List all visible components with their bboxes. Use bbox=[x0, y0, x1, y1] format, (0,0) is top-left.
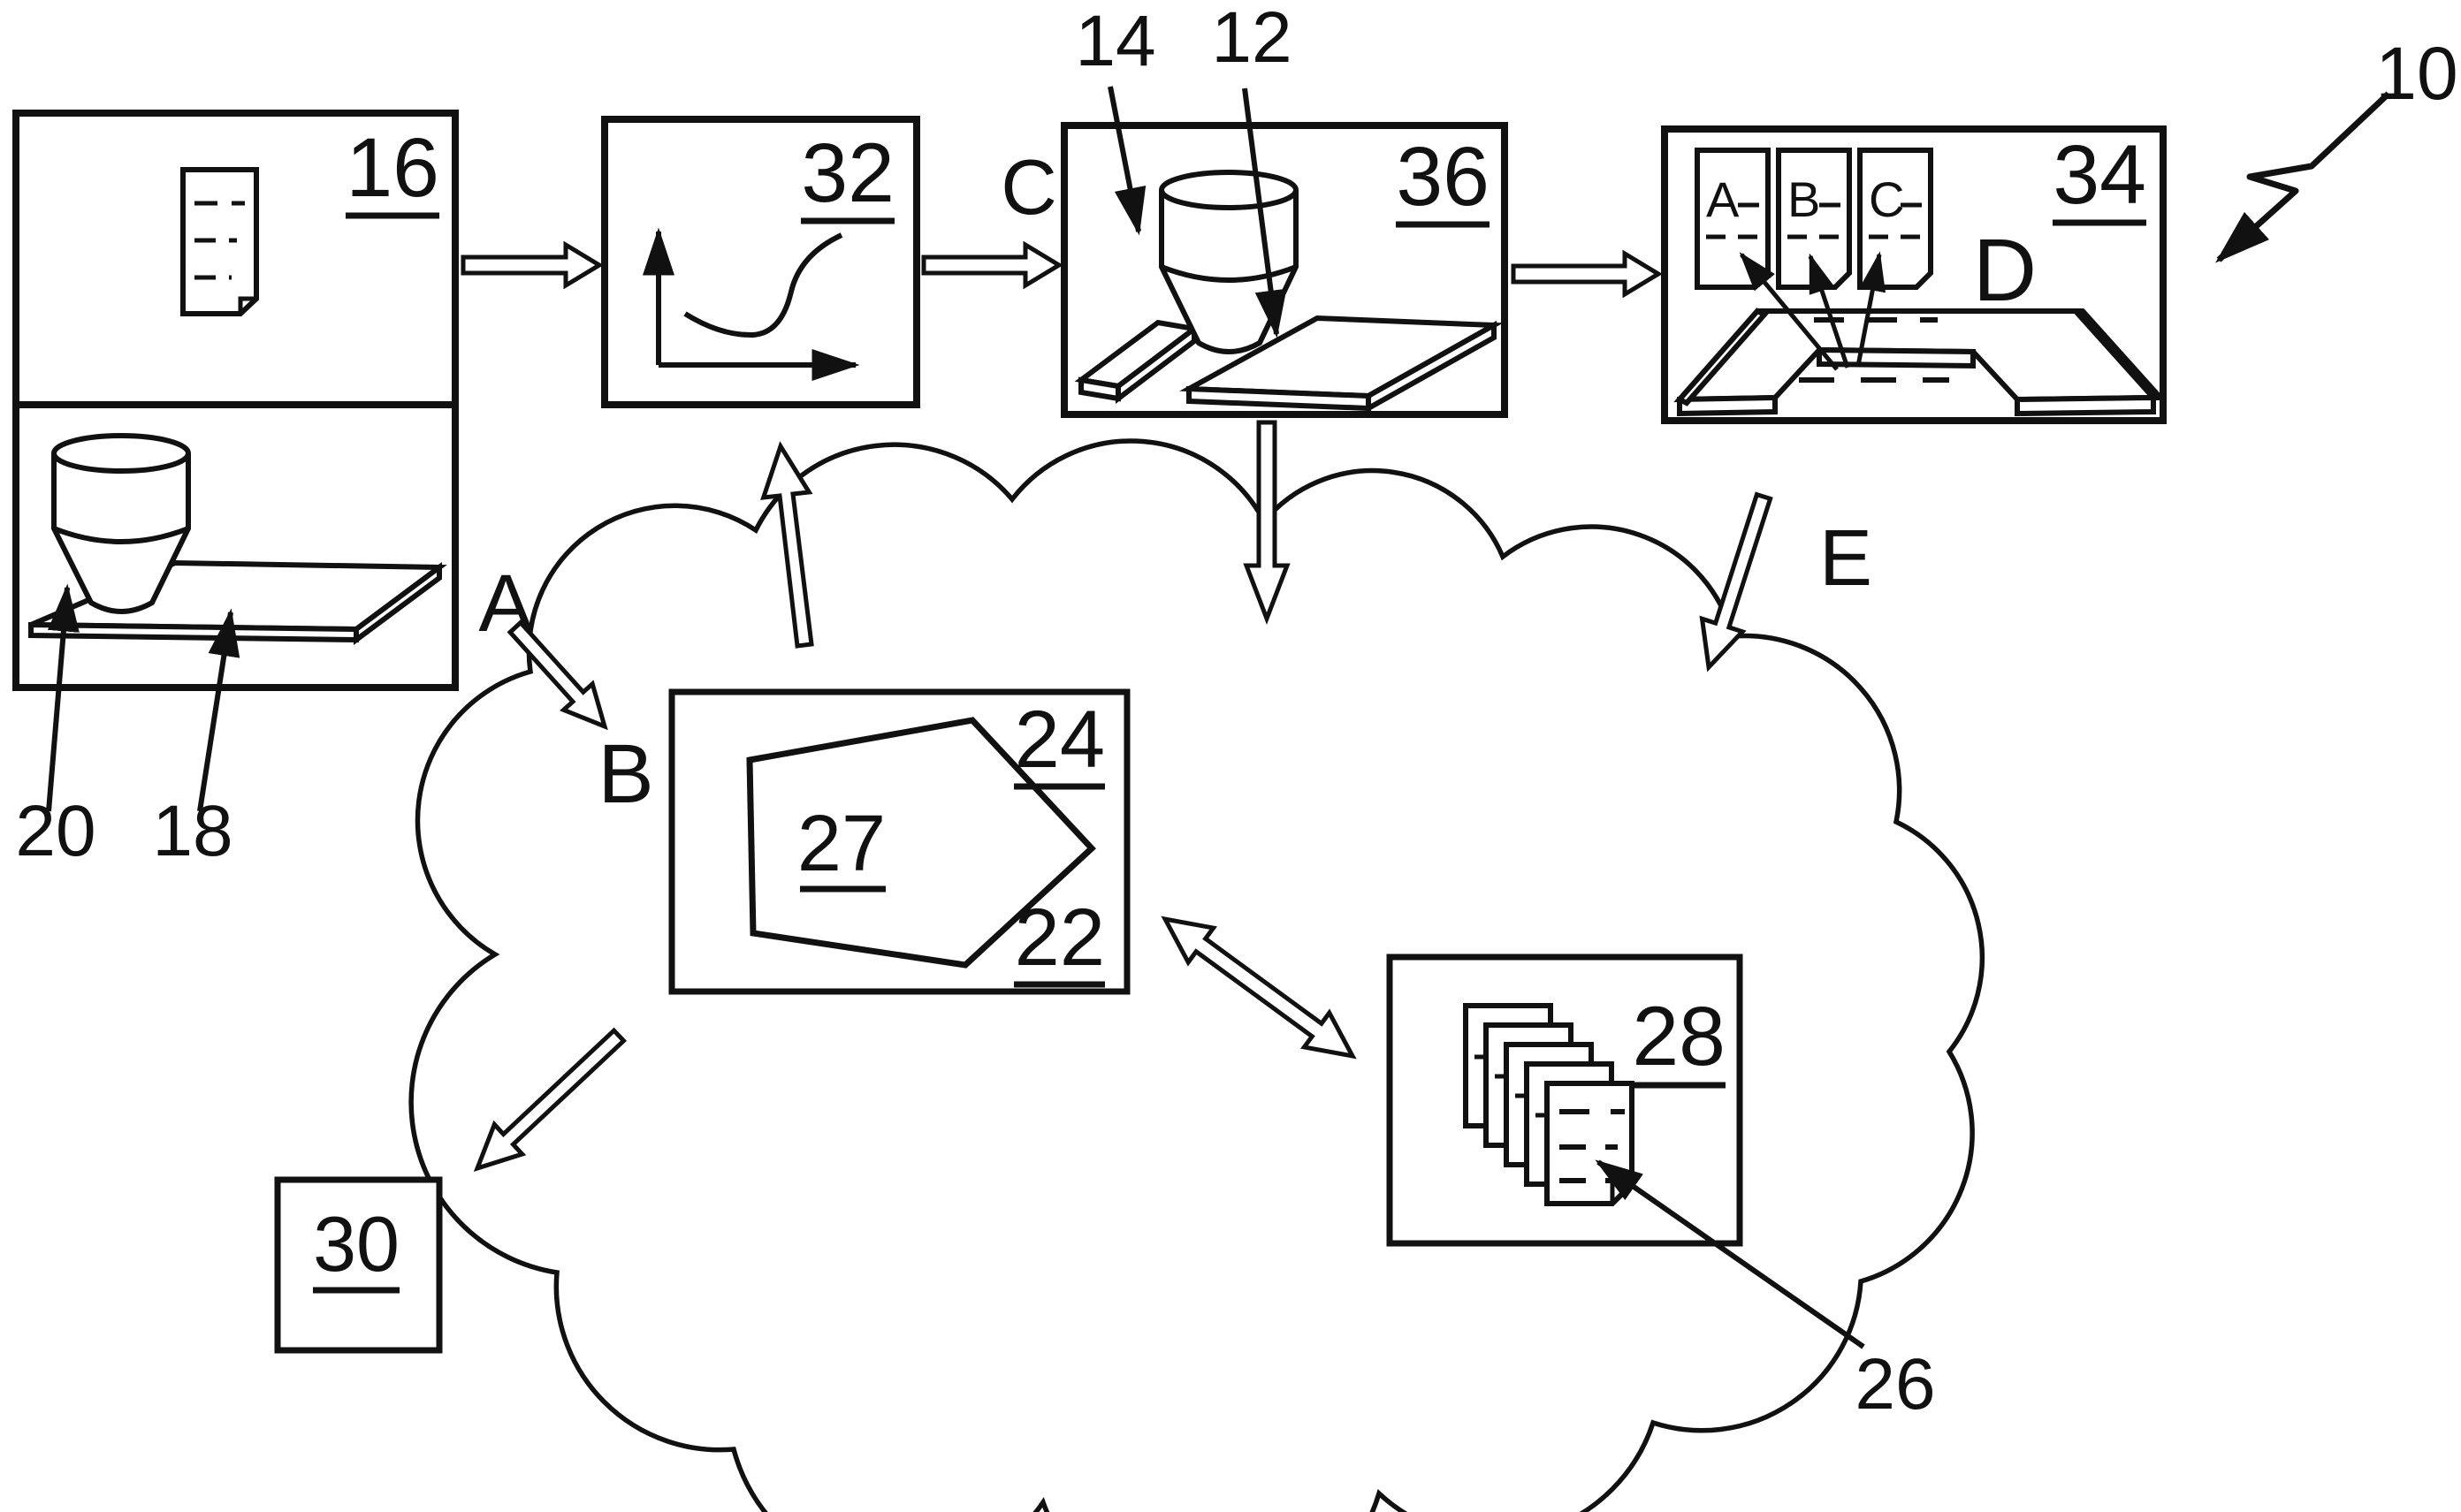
ref-36: 36 bbox=[1396, 130, 1490, 224]
leader-arrow-26 bbox=[1595, 1159, 1865, 1349]
box24-frame bbox=[668, 688, 1131, 995]
plate36s-front bbox=[1078, 376, 1121, 402]
letter-a: A bbox=[478, 558, 533, 649]
box34-results: 34 A B C bbox=[1661, 125, 2167, 424]
ref-20: 20 bbox=[15, 791, 95, 871]
ref-30: 30 bbox=[313, 1200, 400, 1288]
letter-b: B bbox=[598, 727, 653, 821]
plate-to-doc-a-arrow bbox=[1739, 252, 1839, 371]
ref-10-zigzag-arrow bbox=[2215, 91, 2391, 263]
doc-fold bbox=[238, 296, 256, 314]
ref-14: 14 bbox=[1075, 1, 1155, 81]
letter-d: D bbox=[1973, 221, 2037, 320]
doc-outline bbox=[180, 167, 259, 316]
letter-c: C bbox=[1001, 143, 1057, 231]
arrow-box32-to-box36 bbox=[921, 240, 1063, 290]
design-document-icon bbox=[180, 167, 259, 316]
arrow-cloud-to-box32 bbox=[760, 441, 814, 649]
nozzle16-body bbox=[51, 453, 191, 614]
ref-24: 24 bbox=[1015, 695, 1105, 785]
pentagon-shape bbox=[746, 717, 1096, 969]
arrow-e-into-cloud bbox=[1699, 491, 1773, 672]
plate34-left-front bbox=[1677, 394, 1778, 417]
arrow-box36-to-box34 bbox=[1511, 249, 1663, 299]
plate36l-end bbox=[1366, 320, 1497, 414]
arrow-box36-to-cloud bbox=[1243, 420, 1291, 625]
ref-12: 12 bbox=[1211, 0, 1291, 78]
doc-c-label: C bbox=[1869, 171, 1904, 227]
nozzle16-top bbox=[51, 433, 191, 474]
arrow-box24-box28-bidirectional bbox=[1161, 916, 1357, 1060]
leader-arrow-20 bbox=[46, 583, 80, 812]
leader-arrow-12 bbox=[1242, 87, 1287, 338]
box30-output: 30 bbox=[274, 1176, 443, 1354]
ref-10: 10 bbox=[2375, 32, 2457, 115]
graph-curve bbox=[683, 232, 843, 338]
doc-b-label: B bbox=[1787, 171, 1820, 227]
nozzle36-band bbox=[1160, 264, 1298, 283]
ref-18: 18 bbox=[152, 791, 232, 871]
plate34-left-cap bbox=[1675, 308, 1769, 406]
doc-b-outline bbox=[1776, 148, 1852, 290]
ref-27: 27 bbox=[797, 800, 886, 888]
arrow-box16-to-box32 bbox=[461, 240, 604, 290]
leader-arrow-18 bbox=[197, 608, 240, 812]
letter-e: E bbox=[1819, 514, 1872, 603]
ref-34: 34 bbox=[2053, 128, 2146, 222]
print-nozzle-16 bbox=[51, 433, 191, 614]
plate34-right-cap bbox=[2069, 308, 2167, 400]
ref-16: 16 bbox=[346, 121, 439, 215]
box36-printing: 36 bbox=[1061, 122, 1508, 418]
plate34-right-front bbox=[2015, 394, 2156, 417]
box28-documents: 28 bbox=[1386, 954, 1743, 1247]
doc-a-label: A bbox=[1706, 171, 1740, 227]
result-doc-b: B bbox=[1776, 148, 1852, 290]
box32-curve: 32 bbox=[601, 116, 920, 408]
ref-26: 26 bbox=[1855, 1344, 1935, 1425]
box24-model: 27 24 22 bbox=[668, 688, 1131, 995]
nozzle36-top bbox=[1159, 170, 1299, 210]
cloud-outline bbox=[408, 438, 1985, 1512]
ref-22: 22 bbox=[1015, 893, 1105, 983]
result-doc-c: C bbox=[1857, 148, 1933, 290]
nozzle16-band bbox=[52, 526, 190, 544]
plate16-front bbox=[28, 621, 359, 643]
plate16-end bbox=[354, 562, 442, 645]
plate36s-end bbox=[1116, 323, 1197, 405]
ref-32: 32 bbox=[801, 126, 895, 220]
ref-28: 28 bbox=[1632, 990, 1726, 1083]
box30-frame bbox=[274, 1176, 443, 1354]
result-doc-a: A bbox=[1695, 148, 1771, 290]
large-plate-36 bbox=[1179, 315, 1504, 414]
arrow-cloud-to-box30 bbox=[473, 1027, 628, 1172]
leader-arrow-14 bbox=[1108, 86, 1147, 236]
arrow-a-into-cloud bbox=[507, 619, 608, 731]
sample-plate-34 bbox=[1673, 308, 2167, 417]
box16-design: 16 bbox=[12, 110, 459, 691]
plate-to-doc-b-arrow bbox=[1808, 253, 1850, 369]
plate-to-doc-c-arrow bbox=[1855, 251, 1886, 367]
